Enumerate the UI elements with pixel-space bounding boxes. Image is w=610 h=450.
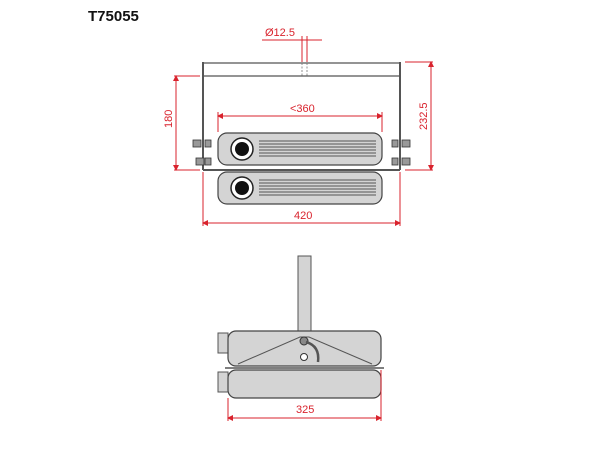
side-view <box>217 255 384 399</box>
top-view-dimensions <box>173 36 434 226</box>
dim-body-width: 325 <box>296 404 314 416</box>
dim-inner-width: <360 <box>290 103 315 115</box>
drawing-title: T75055 <box>88 8 139 25</box>
dim-height-right: 232.5 <box>418 102 430 130</box>
dim-pipe-diameter: Ø12.5 <box>265 27 295 39</box>
side-view-dimensions <box>227 370 382 421</box>
dim-height-left: 180 <box>163 110 175 128</box>
dim-overall-width: 420 <box>294 210 312 222</box>
top-view <box>192 62 411 205</box>
